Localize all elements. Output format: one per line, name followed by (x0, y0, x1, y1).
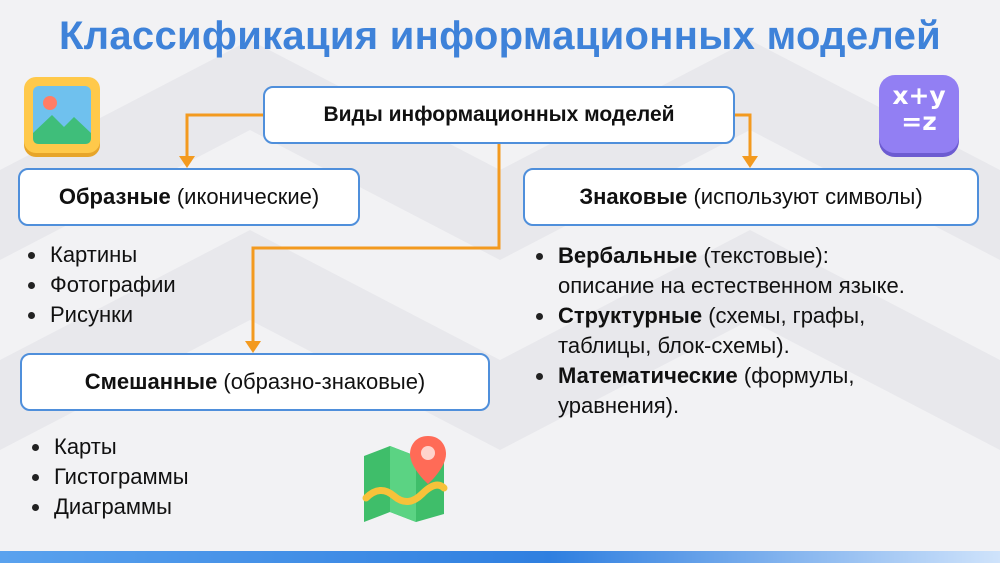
list-item: Структурные (схемы, графы, таблицы, блок… (530, 301, 905, 361)
arrowhead-figurative (179, 156, 195, 168)
list-mixed: Карты Гистограммы Диаграммы (26, 432, 189, 522)
list-item: Диаграммы (26, 492, 189, 522)
node-mixed-note: (образно-знаковые) (217, 369, 426, 394)
arrowhead-symbolic (742, 156, 758, 168)
node-mixed-name: Смешанные (84, 369, 218, 394)
arrowhead-mixed (245, 341, 261, 353)
connector-root-figurative (185, 113, 263, 160)
root-node: Виды информационных моделей (263, 86, 735, 144)
list-item: Картины (22, 240, 176, 270)
list-item-name: Структурные (558, 303, 703, 328)
list-item: Математические (формулы, уравнения). (530, 361, 905, 421)
node-symbolic-note: (используют символы) (687, 184, 923, 209)
list-item: Фотографии (22, 270, 176, 300)
list-item: Рисунки (22, 300, 176, 330)
node-symbolic: Знаковые (используют символы) (523, 168, 979, 226)
list-figurative: Картины Фотографии Рисунки (22, 240, 176, 330)
image-picture-icon (24, 77, 100, 157)
formula-line-2: =z (901, 107, 937, 136)
list-item: Карты (26, 432, 189, 462)
node-mixed: Смешанные (образно-знаковые) (20, 353, 490, 411)
list-item: Вербальные (текстовые): описание на есте… (530, 241, 905, 301)
bottom-accent-bar (0, 551, 1000, 563)
root-label: Виды информационных моделей (323, 103, 675, 126)
node-figurative-name: Образные (58, 184, 171, 209)
list-item-name: Вербальные (558, 243, 698, 268)
node-figurative-note: (иконические) (170, 184, 320, 209)
connector-root-symbolic (735, 113, 752, 160)
formula-icon: x+y =z (877, 73, 961, 157)
page-title: Классификация информационных моделей (58, 14, 942, 58)
formula-line-1: x+y (892, 81, 946, 110)
node-figurative: Образные (иконические) (18, 168, 360, 226)
list-item: Гистограммы (26, 462, 189, 492)
node-symbolic-name: Знаковые (579, 184, 688, 209)
list-symbolic: Вербальные (текстовые): описание на есте… (530, 241, 905, 421)
map-pin-icon (362, 436, 448, 522)
list-item-name: Математические (558, 363, 738, 388)
connector-root-mixed (251, 144, 501, 345)
